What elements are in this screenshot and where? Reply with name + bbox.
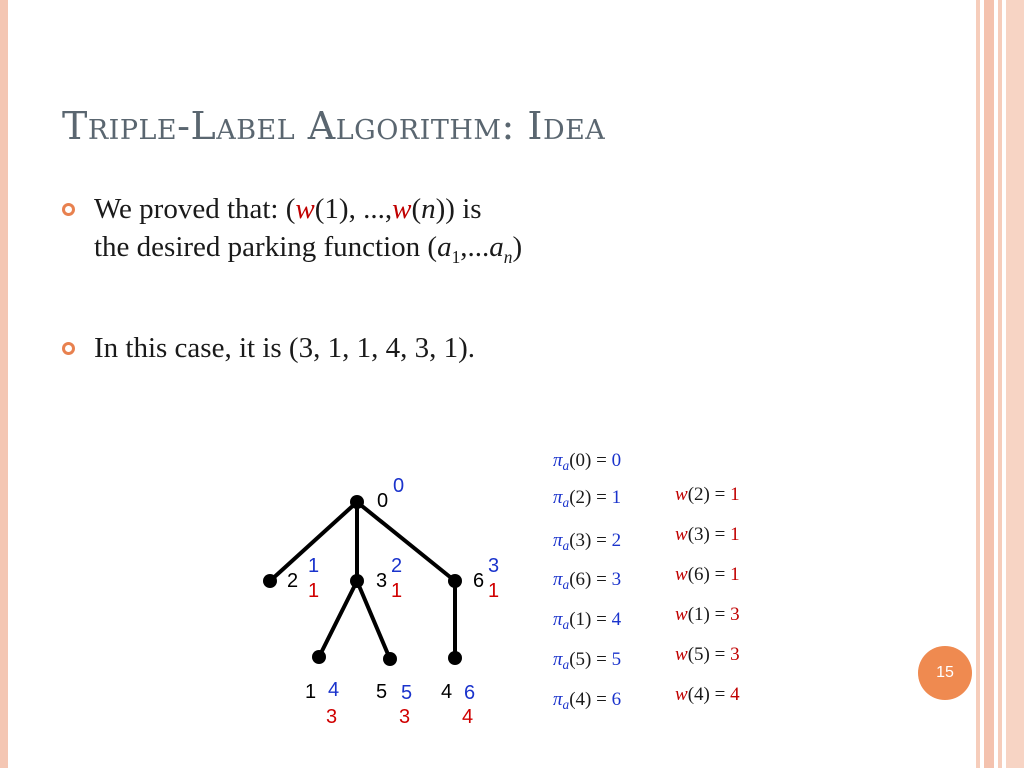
bullet-line-2: the desired parking function (a1,...an)	[94, 231, 523, 267]
node-id-label: 2	[287, 570, 298, 592]
pi-equation: πa(4) = 6	[553, 689, 622, 712]
tree-node-6	[448, 574, 462, 588]
node-blue-label: 1	[308, 555, 319, 577]
node-red-label: 3	[399, 706, 410, 728]
w-equation: w(5) = 3	[675, 644, 740, 665]
bullet-this-case: In this case, it is (3, 1, 1, 4, 3, 1).	[62, 329, 475, 367]
pi-equation: πa(3) = 2	[553, 530, 622, 553]
node-blue-label: 3	[488, 555, 499, 577]
node-blue-label: 0	[393, 475, 404, 497]
w-equation: w(1) = 3	[675, 604, 740, 625]
bullet-parking-function: We proved that: (w(1), ...,w(n)) is the …	[62, 190, 522, 276]
node-id-label: 5	[376, 681, 387, 703]
node-red-label: 1	[308, 580, 319, 602]
w-equation: w(3) = 1	[675, 524, 740, 545]
bullet-line-1: We proved that: (w(1), ...,w(n)) is	[94, 193, 482, 225]
node-id-label: 4	[441, 681, 452, 703]
pi-equation: πa(2) = 1	[553, 487, 622, 510]
tree-node-5	[383, 652, 397, 666]
right-border-stripes	[976, 0, 1024, 768]
node-blue-label: 2	[391, 555, 402, 577]
w-equation: w(4) = 4	[675, 684, 740, 705]
node-blue-label: 5	[401, 682, 412, 704]
bullet-icon	[62, 342, 75, 355]
node-red-label: 1	[391, 580, 402, 602]
bullet-icon	[62, 203, 75, 216]
pi-equation: πa(1) = 4	[553, 609, 622, 632]
node-blue-label: 6	[464, 682, 475, 704]
node-id-label: 1	[305, 681, 316, 703]
node-red-label: 4	[462, 706, 473, 728]
page-number-badge: 15	[918, 646, 972, 700]
node-id-label: 0	[377, 490, 388, 512]
node-red-label: 1	[488, 580, 499, 602]
tree-node-1	[312, 650, 326, 664]
w-equation: w(2) = 1	[675, 484, 740, 505]
tree-node-3	[350, 574, 364, 588]
node-red-label: 3	[326, 706, 337, 728]
node-id-label: 3	[376, 570, 387, 592]
tree-node-4	[448, 651, 462, 665]
w-equation: w(6) = 1	[675, 564, 740, 585]
pi-equation: πa(6) = 3	[553, 569, 622, 592]
tree-edge	[355, 500, 457, 583]
slide-title: Triple-Label Algorithm: Idea	[62, 104, 606, 148]
left-border-stripe	[0, 0, 8, 768]
tree-node-0	[350, 495, 364, 509]
bullet-line: In this case, it is (3, 1, 1, 4, 3, 1).	[94, 332, 475, 364]
tree-edge	[268, 500, 359, 583]
tree-edge	[317, 579, 359, 659]
node-id-label: 6	[473, 570, 484, 592]
tree-node-2	[263, 574, 277, 588]
tree-edge	[355, 579, 392, 661]
pi-equation: πa(5) = 5	[553, 649, 622, 672]
pi-equation: πa(0) = 0	[553, 450, 622, 473]
node-blue-label: 4	[328, 679, 339, 701]
